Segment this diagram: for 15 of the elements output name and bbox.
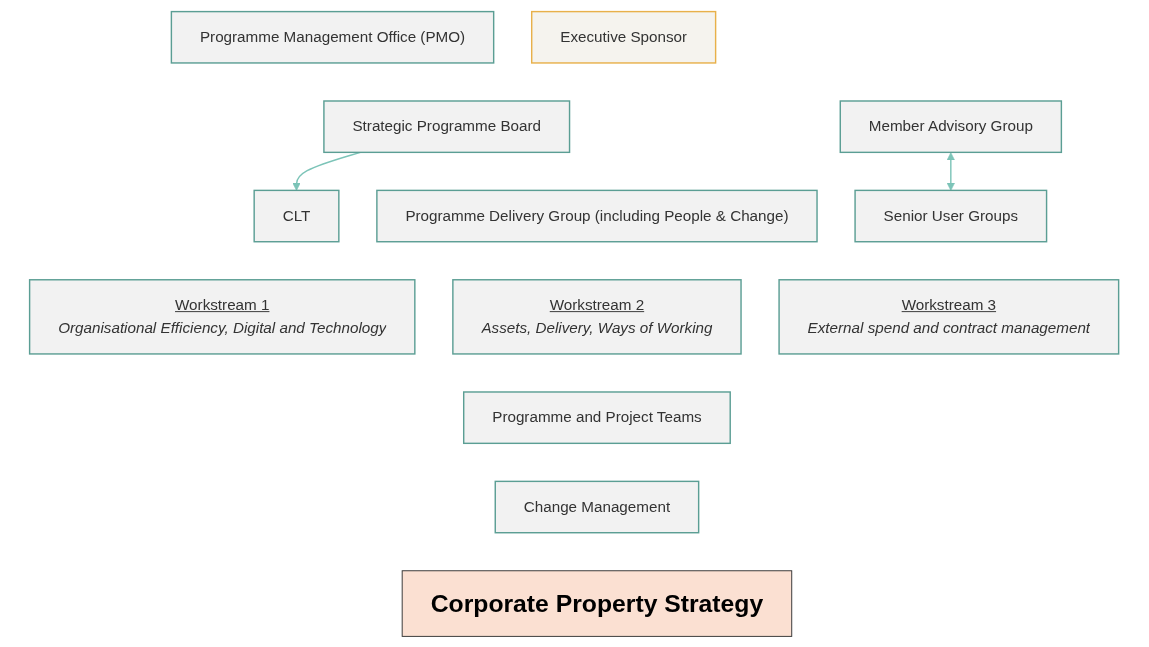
node-box: Programme Delivery Group (including People & Change): [376, 189, 819, 242]
node-box: Workstream 2 Assets, Delivery, Ways of Working: [452, 278, 743, 355]
node-box: Executive Sponsor: [531, 10, 717, 64]
node-box: Senior User Groups: [854, 189, 1048, 242]
node-box: Programme and Project Teams: [463, 390, 732, 444]
node-box: Change Management: [494, 480, 700, 533]
arrow: [292, 151, 362, 191]
node-box: Programme Management Office (PMO): [171, 10, 495, 64]
arrow: [947, 151, 956, 191]
node-box: Workstream 1 Organisational Efficiency, Digital and Technology: [29, 278, 416, 355]
node-box: CLT: [253, 189, 340, 242]
node-box: Corporate Property Strategy: [402, 569, 793, 637]
node-box: Strategic Programme Board: [323, 99, 571, 153]
node-box: Workstream 3 External spend and contract management: [778, 278, 1120, 355]
node-box: Member Advisory Group: [839, 99, 1063, 153]
